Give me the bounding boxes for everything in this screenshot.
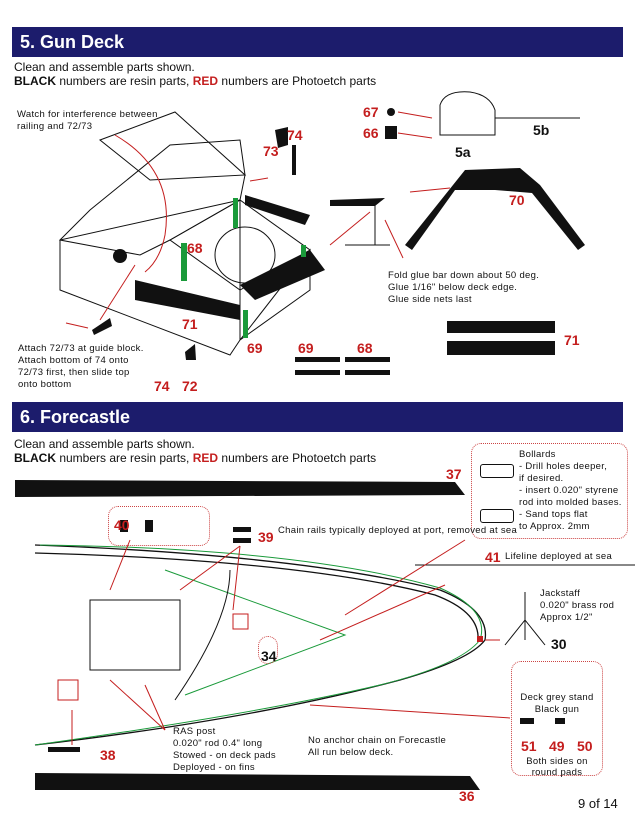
forecastle-intro: Clean and assemble parts shown. BLACK nu… [14,437,376,465]
bollards-line: - insert 0.020" styrene [519,485,619,496]
part-72: 72 [182,378,198,394]
bollards-title: Bollards [519,449,556,460]
section-header-forecastle: 6. Forecastle [12,402,623,432]
note-glue-line: Glue 1/16" below deck edge. [388,282,518,293]
part-49: 49 [549,738,565,754]
legend-text: BLACK numbers are resin parts, RED numbe… [14,74,376,88]
gun-box-note: Deck grey stand Black gun [512,692,602,716]
legend-end: numbers are Photoetch parts [218,74,377,88]
part-71: 71 [182,316,198,332]
part-69-detail: 69 [298,340,314,356]
part-37: 37 [446,466,462,482]
part-51: 51 [521,738,537,754]
part-5a: 5a [455,144,471,160]
note-fold-line: Fold glue bar down about 50 deg. [388,270,540,281]
ras-line: Stowed - on deck pads [173,750,276,761]
bollards-line: - Sand tops flat [519,509,588,520]
part-70: 70 [509,192,525,208]
gun-box-line: Black gun [534,704,580,715]
ras-line: RAS post [173,726,216,737]
part-36: 36 [459,788,475,804]
legend-mid: numbers are resin parts, [56,74,193,88]
part-38: 38 [100,747,116,763]
note-anchor: No anchor chain on Forecastle All run be… [308,735,446,759]
part-71-detail: 71 [564,332,580,348]
legend-text: BLACK numbers are resin parts, RED numbe… [14,451,376,465]
jackstaff-line: Approx 1/2" [540,612,593,623]
legend-black: BLACK [14,451,56,465]
legend-mid: numbers are resin parts, [56,451,193,465]
intro-text: Clean and assemble parts shown. [14,60,195,74]
gun-box: Deck grey stand Black gun Both sides on … [511,661,603,778]
part-5b: 5b [533,122,550,138]
bollard-icon [480,509,514,523]
part-73: 73 [263,143,279,159]
note-jackstaff: Jackstaff 0.020" brass rod Approx 1/2" [540,588,614,624]
page-number: 9 of 14 [578,796,618,811]
part-66: 66 [363,125,379,141]
bollards-line: to Approx. 2mm [519,521,590,532]
jackstaff-line: Jackstaff [540,588,581,599]
legend-end: numbers are Photoetch parts [218,451,377,465]
note-fold: Fold glue bar down about 50 deg. Glue 1/… [388,270,539,306]
part-50: 50 [577,738,593,754]
jackstaff-line: 0.020" brass rod [540,600,615,611]
part-69: 69 [247,340,263,356]
note-lifeline: Lifeline deployed at sea [505,551,613,562]
part-39: 39 [258,529,274,545]
part-30: 30 [551,636,567,652]
bollards-line: - Drill holes deeper, [519,461,608,472]
anchor-line: No anchor chain on Forecastle [308,735,447,746]
part-68: 68 [187,240,203,256]
legend-red: RED [192,451,219,465]
note-attach: Attach 72/73 at guide block. Attach bott… [18,343,144,390]
note-chain-rails: Chain rails typically deployed at port, … [278,525,518,536]
bollards-line: rod into molded bases. [519,497,622,508]
part-41: 41 [485,549,501,565]
gun-deck-intro: Clean and assemble parts shown. BLACK nu… [14,60,376,88]
part-74: 74 [287,127,303,143]
gun-box-line: Both sides on [526,756,588,767]
bollards-line: if desired. [519,473,564,484]
legend-red: RED [192,74,219,88]
note-interference: Watch for interference between railing a… [17,109,158,132]
bollards-note: Bollards - Drill holes deeper, if desire… [519,449,627,533]
legend-black: BLACK [14,74,56,88]
part-34: 34 [261,648,277,664]
part-67: 67 [363,104,379,120]
part-34-box [258,636,278,664]
bollard-icon [480,464,514,478]
part-68-detail: 68 [357,340,373,356]
ras-line: 0.020" rod 0.4" long [173,738,263,749]
section-header-gun-deck: 5. Gun Deck [12,27,623,57]
gun-box-line: round pads [531,767,583,778]
note-ras-post: RAS post 0.020" rod 0.4" long Stowed - o… [173,726,276,774]
intro-text: Clean and assemble parts shown. [14,437,195,451]
anchor-line: All run below deck. [308,747,394,758]
bollards-box: Bollards - Drill holes deeper, if desire… [471,443,628,539]
ras-line: Deployed - on fins [173,762,255,773]
part-40-box [108,506,210,546]
gun-box-note-2: Both sides on round pads [512,756,602,778]
gun-box-line: Deck grey stand [520,692,594,703]
part-40: 40 [114,517,130,533]
part-74-detail: 74 [154,378,170,394]
note-nets-line: Glue side nets last [388,294,472,305]
